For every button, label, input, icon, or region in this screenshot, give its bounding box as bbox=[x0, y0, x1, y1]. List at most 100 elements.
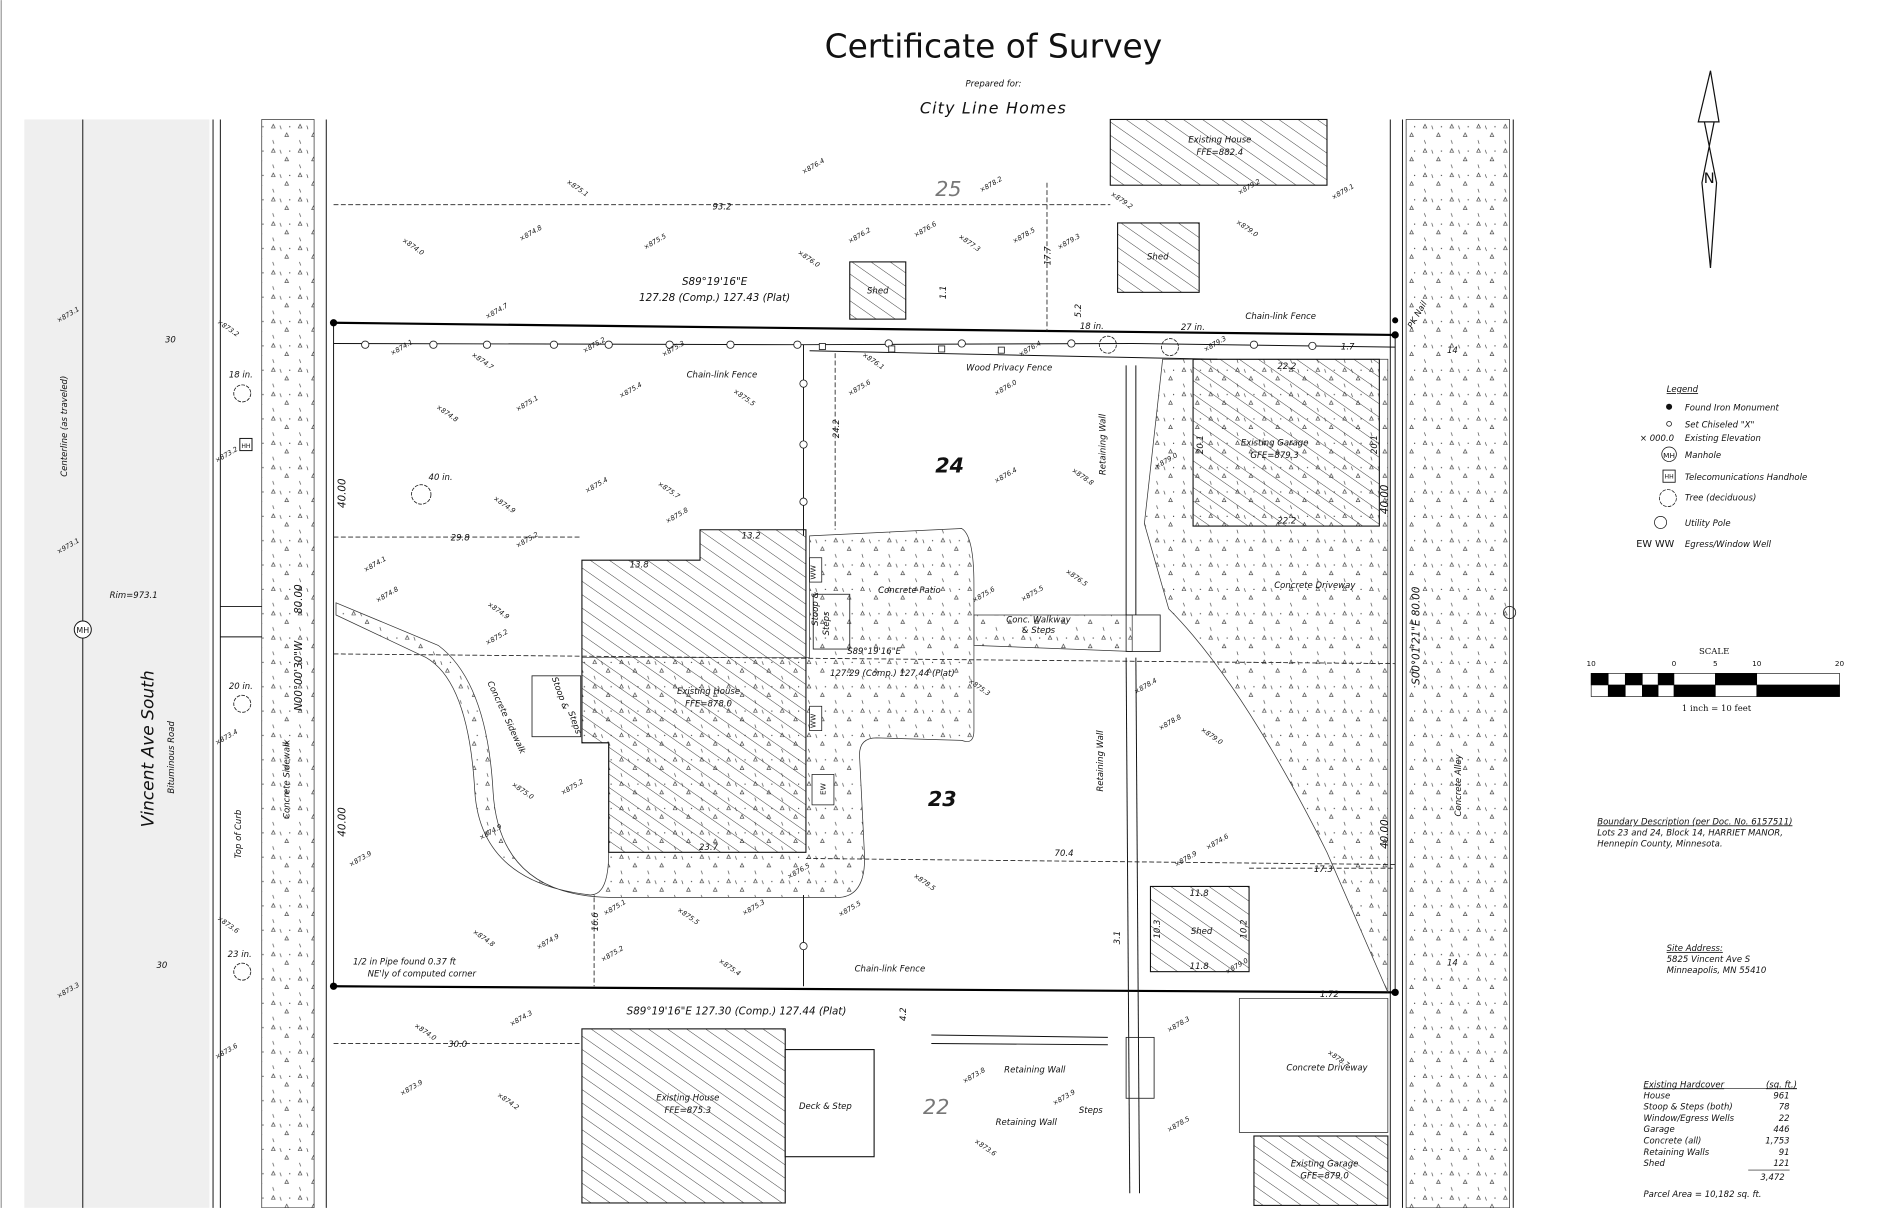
lot-number: 22 bbox=[923, 1095, 949, 1119]
neighbor-house-label: Existing House bbox=[1188, 136, 1251, 146]
neighbor-house-ffe: FFE=875.3 bbox=[664, 1106, 711, 1116]
elevation-point: ×873.4 bbox=[214, 728, 239, 747]
boundary-description: Boundary Description (per Doc. No. 61575… bbox=[1597, 817, 1792, 849]
elevation-point: ×875.1 bbox=[602, 898, 627, 917]
hardcover-value: 91 bbox=[1779, 1148, 1790, 1158]
dimension: 5.2 bbox=[1074, 304, 1084, 318]
elevation-point: ×875.2 bbox=[581, 336, 606, 355]
neighbor-house-ffe: FFE=882.4 bbox=[1197, 148, 1244, 158]
patio-label: Concrete Patio bbox=[878, 586, 941, 596]
rim-elevation: Rim=973.1 bbox=[110, 591, 158, 601]
elevation-point: ×878.5 bbox=[1011, 226, 1036, 245]
legend-symbol: MH bbox=[1663, 451, 1675, 460]
egress-well-label: EW bbox=[818, 783, 827, 795]
stoop-label: Stoop & bbox=[811, 592, 821, 626]
elevation-point: ×875.2 bbox=[559, 778, 584, 797]
elevation-point: ×874.3 bbox=[508, 1009, 533, 1028]
legend-label: Existing Elevation bbox=[1685, 434, 1761, 444]
elevation-point: ×873.9 bbox=[348, 849, 373, 868]
window-well-label: WW bbox=[809, 714, 818, 728]
hardcover-label: Stoop & Steps (both) bbox=[1644, 1103, 1733, 1113]
tree-icon bbox=[233, 384, 252, 403]
pipe-note: NE'ly of computed corner bbox=[368, 970, 477, 980]
elevation-point: ×876.4 bbox=[993, 466, 1018, 485]
elevation-point: ×875.4 bbox=[618, 381, 643, 400]
driveway-label: Concrete Driveway bbox=[1286, 1063, 1368, 1073]
hardcover-label: Shed bbox=[1644, 1159, 1666, 1169]
garage-gfe: GFE=879.3 bbox=[1250, 451, 1298, 461]
svg-text:Site Address:: Site Address: bbox=[1667, 944, 1723, 954]
elevation-point: ×875.3 bbox=[660, 339, 685, 358]
elevation-point: ×874.0 bbox=[401, 236, 426, 257]
row-width: 14 bbox=[1447, 346, 1458, 356]
row-width: 30 bbox=[156, 961, 167, 971]
legend-label: Set Chiseled "X" bbox=[1685, 420, 1755, 430]
neighbor-garage-label: Existing Garage bbox=[1291, 1159, 1359, 1169]
dimension: 70.4 bbox=[1055, 849, 1074, 859]
parcel-area: Parcel Area = 10,182 sq. ft. bbox=[1644, 1190, 1762, 1200]
dimension: 24.2 bbox=[832, 419, 842, 438]
elevation-point: ×874.8 bbox=[435, 403, 460, 424]
stoop-steps bbox=[812, 593, 851, 650]
elevation-point: ×875.5 bbox=[732, 387, 757, 408]
svg-text:(sq. ft.): (sq. ft.) bbox=[1766, 1080, 1797, 1090]
iron-monument-icon bbox=[1666, 403, 1673, 410]
distance-west: 80.00 bbox=[293, 584, 305, 614]
row-width: 14 bbox=[1447, 959, 1458, 969]
dimension: 30.0 bbox=[448, 1040, 467, 1050]
elevation-point: ×876.1 bbox=[861, 351, 886, 372]
elevation-point: ×875.5 bbox=[837, 899, 862, 918]
iron-monument-icon bbox=[329, 982, 338, 990]
elevation-point: ×873.6 bbox=[216, 914, 241, 935]
elevation-point: ×878.3 bbox=[1166, 1015, 1191, 1034]
hardcover-label: Concrete (all) bbox=[1644, 1137, 1702, 1147]
pk-nail-icon bbox=[1392, 317, 1399, 324]
tree-icon bbox=[1160, 338, 1179, 357]
tree-size: 27 in. bbox=[1181, 323, 1205, 333]
street-name: Vincent Ave South bbox=[138, 670, 158, 827]
elevation-point: ×879.2 bbox=[1109, 190, 1134, 211]
shed bbox=[1149, 885, 1250, 973]
neighbor-house-label: Existing House bbox=[656, 1094, 719, 1104]
svg-text:Existing Hardcover: Existing Hardcover bbox=[1644, 1080, 1725, 1090]
tree-icon bbox=[233, 694, 252, 713]
tree-icon bbox=[233, 962, 252, 981]
bearing-east: S00°01'21"E 80.00 bbox=[1411, 586, 1423, 685]
elevation-point: ×875.5 bbox=[676, 906, 701, 927]
elevation-point: ×873.6 bbox=[973, 1137, 998, 1158]
hardcover-value: 961 bbox=[1773, 1091, 1789, 1101]
distance-west-upper: 40.00 bbox=[337, 478, 349, 508]
legend-label: Manhole bbox=[1685, 451, 1721, 461]
elevation-point: ×876.2 bbox=[847, 226, 872, 245]
lot-number: 23 bbox=[928, 787, 957, 811]
fence-label: Chain-link Fence bbox=[1245, 312, 1316, 322]
retaining-wall-label: Retaining Wall bbox=[1004, 1066, 1066, 1076]
distance-east-lower: 40.00 bbox=[1379, 819, 1391, 849]
house-label: Existing House bbox=[677, 687, 740, 697]
elevation-point: ×875.7 bbox=[656, 480, 681, 501]
elevation-point: ×875.2 bbox=[600, 944, 625, 963]
chiseled-x-icon bbox=[1666, 421, 1672, 427]
walkway-label: & Steps bbox=[1022, 626, 1056, 636]
tree-icon bbox=[1658, 489, 1677, 507]
sidewalk-label: Concrete Sidewalk bbox=[283, 739, 293, 819]
elevation-point: ×875.3 bbox=[741, 898, 766, 917]
elevation-point: ×873.9 bbox=[1051, 1088, 1076, 1107]
manhole-symbol: MH bbox=[76, 626, 89, 635]
elevation-point: ×874.7 bbox=[484, 301, 510, 321]
neighbor-garage bbox=[1253, 1135, 1389, 1206]
client-name: City Line Homes bbox=[920, 98, 1067, 117]
elevation-point: ×875.8 bbox=[664, 506, 689, 525]
elevation-point: ×875.4 bbox=[584, 476, 609, 495]
tree-size: 40 in. bbox=[429, 473, 453, 483]
street-area bbox=[24, 119, 1514, 1208]
elevation-point: ×876.5 bbox=[1064, 567, 1089, 588]
house-ffe: FFE=878.0 bbox=[685, 699, 732, 709]
legend-symbol: × 000.0 bbox=[1640, 434, 1674, 444]
fence-label: Chain-link Fence bbox=[855, 965, 926, 975]
iron-monument-icon bbox=[1391, 988, 1399, 997]
tree-size: 20 in. bbox=[229, 682, 253, 692]
tree-size: 18 in. bbox=[1080, 322, 1104, 332]
scale-bar: SCALE 10 0 5 10 20 1 inch = 10 feet bbox=[1587, 647, 1845, 714]
